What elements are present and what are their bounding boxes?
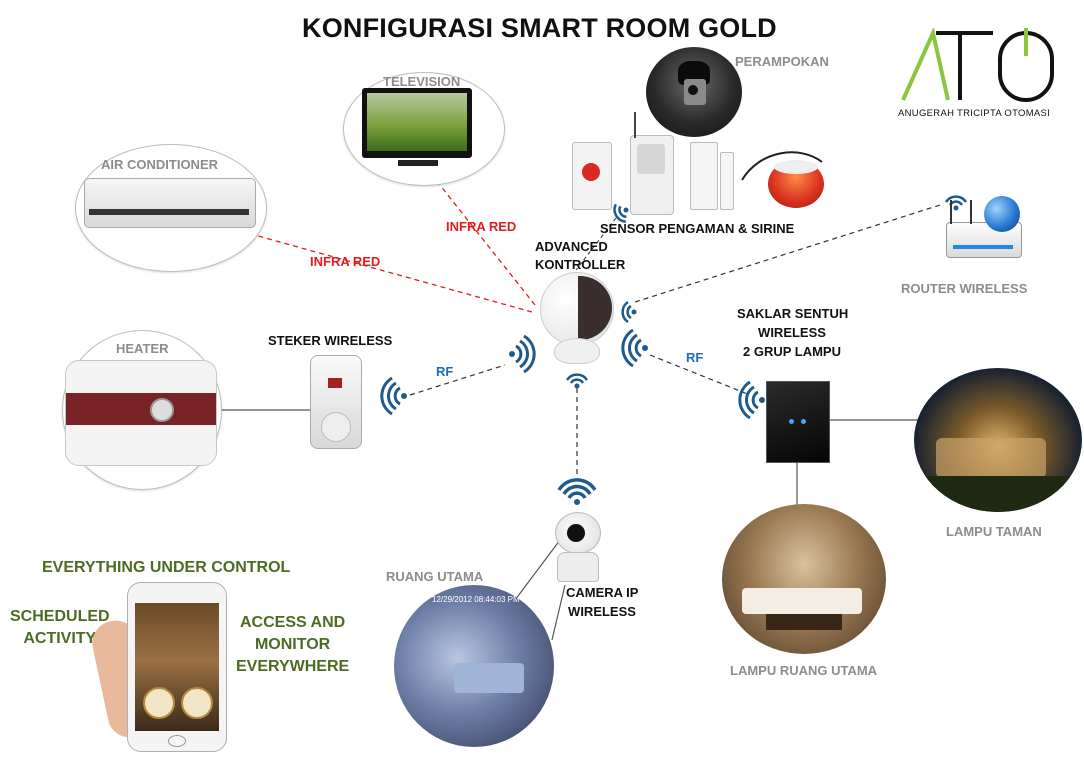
camera-timestamp: 12/29/2012 08:44:03 PM — [432, 595, 520, 604]
television-stand — [398, 160, 438, 166]
label-infra-red-tv: INFRA RED — [446, 219, 517, 234]
camera-to-room-line — [514, 539, 561, 601]
feature-scheduled-line2: ACTIVITY — [23, 630, 97, 647]
camera-ip-icon — [553, 512, 601, 582]
label-television: TELEVISION — [383, 74, 461, 89]
feature-access-line3: EVERYWHERE — [236, 658, 350, 675]
feature-scheduled-line1: SCHEDULED — [10, 608, 110, 625]
controller-label-line1: ADVANCED — [535, 239, 608, 254]
tv-control-icon — [181, 687, 213, 719]
saklar-label: SAKLAR SENTUH WIRELESS 2 GRUP LAMPU — [737, 304, 849, 361]
feature-access-line2: MONITOR — [254, 636, 331, 653]
infra-red-line-tv — [427, 168, 536, 306]
sensor-antenna — [634, 112, 636, 138]
camera-label-line1: CAMERA IP — [566, 585, 639, 600]
router-antenna-right — [970, 200, 972, 224]
smartphone-screen — [135, 603, 219, 731]
saklar-label-line2: WIRELESS — [758, 325, 826, 340]
router-link-line — [634, 204, 941, 303]
logo-tagline: ANUGERAH TRICIPTA OTOMASI — [898, 108, 1051, 119]
door-magnet-device — [720, 152, 734, 210]
advanced-controller-icon — [540, 272, 614, 366]
controller-label-line2: KONTROLLER — [535, 257, 626, 272]
camera-label: CAMERA IP WIRELESS — [566, 583, 638, 621]
steker-wireless-icon — [310, 355, 362, 449]
infra-red-line-ac — [231, 226, 533, 313]
feature-scheduled-activity: SCHEDULED ACTIVITY — [10, 606, 110, 650]
label-steker-wireless: STEKER WIRELESS — [268, 333, 393, 348]
label-router-wireless: ROUTER WIRELESS — [901, 281, 1028, 296]
label-perampokan: PERAMPOKAN — [735, 54, 829, 69]
camera-to-room-line-2 — [551, 584, 566, 641]
label-lampu-ruang-utama: LAMPU RUANG UTAMA — [730, 663, 878, 678]
page-title: KONFIGURASI SMART ROOM GOLD — [302, 13, 777, 43]
home-button — [168, 735, 186, 747]
label-sensor: SENSOR PENGAMAN & SIRINE — [600, 221, 795, 236]
ac-icon — [84, 178, 256, 228]
garden-light-photo — [914, 368, 1082, 512]
living-room-light-photo — [722, 504, 886, 654]
globe-icon — [984, 196, 1020, 232]
label-rf-steker: RF — [436, 364, 454, 379]
sensor-link-line — [575, 217, 617, 271]
label-heater: HEATER — [116, 341, 169, 356]
television-icon — [362, 88, 472, 158]
rf-link-steker — [409, 364, 506, 396]
saklar-label-line1: SAKLAR SENTUH — [737, 306, 849, 321]
door-sensor-device — [690, 142, 718, 210]
light-control-icon — [143, 687, 175, 719]
pir-sensor-device — [630, 135, 674, 215]
touch-switch-icon — [766, 381, 830, 463]
panic-button-device — [572, 142, 612, 210]
label-ruang-utama: RUANG UTAMA — [386, 569, 484, 584]
feature-access-monitor: ACCESS AND MONITOR EVERYWHERE — [236, 612, 349, 678]
ato-logo-mark — [901, 28, 1054, 102]
ato-logo: ANUGERAH TRICIPTA OTOMASI — [898, 28, 1068, 119]
camera-view-photo: 12/29/2012 08:44:03 PM — [394, 585, 554, 747]
feature-access-line1: ACCESS AND — [240, 614, 346, 631]
smartphone-icon — [127, 582, 227, 752]
label-rf-saklar: RF — [686, 350, 704, 365]
label-air-conditioner: AIR CONDITIONER — [101, 157, 218, 172]
heater-icon — [65, 360, 217, 466]
label-infra-red-ac: INFRA RED — [310, 254, 381, 269]
label-lampu-taman: LAMPU TAMAN — [946, 524, 1042, 539]
feature-everything-under-control: EVERYTHING UNDER CONTROL — [42, 559, 291, 576]
robber-photo — [646, 47, 742, 137]
siren-icon — [768, 160, 824, 208]
router-antenna-left — [950, 200, 952, 224]
camera-label-line2: WIRELESS — [568, 604, 636, 619]
saklar-label-line3: 2 GRUP LAMPU — [743, 344, 841, 359]
controller-label: ADVANCED KONTROLLER — [535, 238, 625, 274]
